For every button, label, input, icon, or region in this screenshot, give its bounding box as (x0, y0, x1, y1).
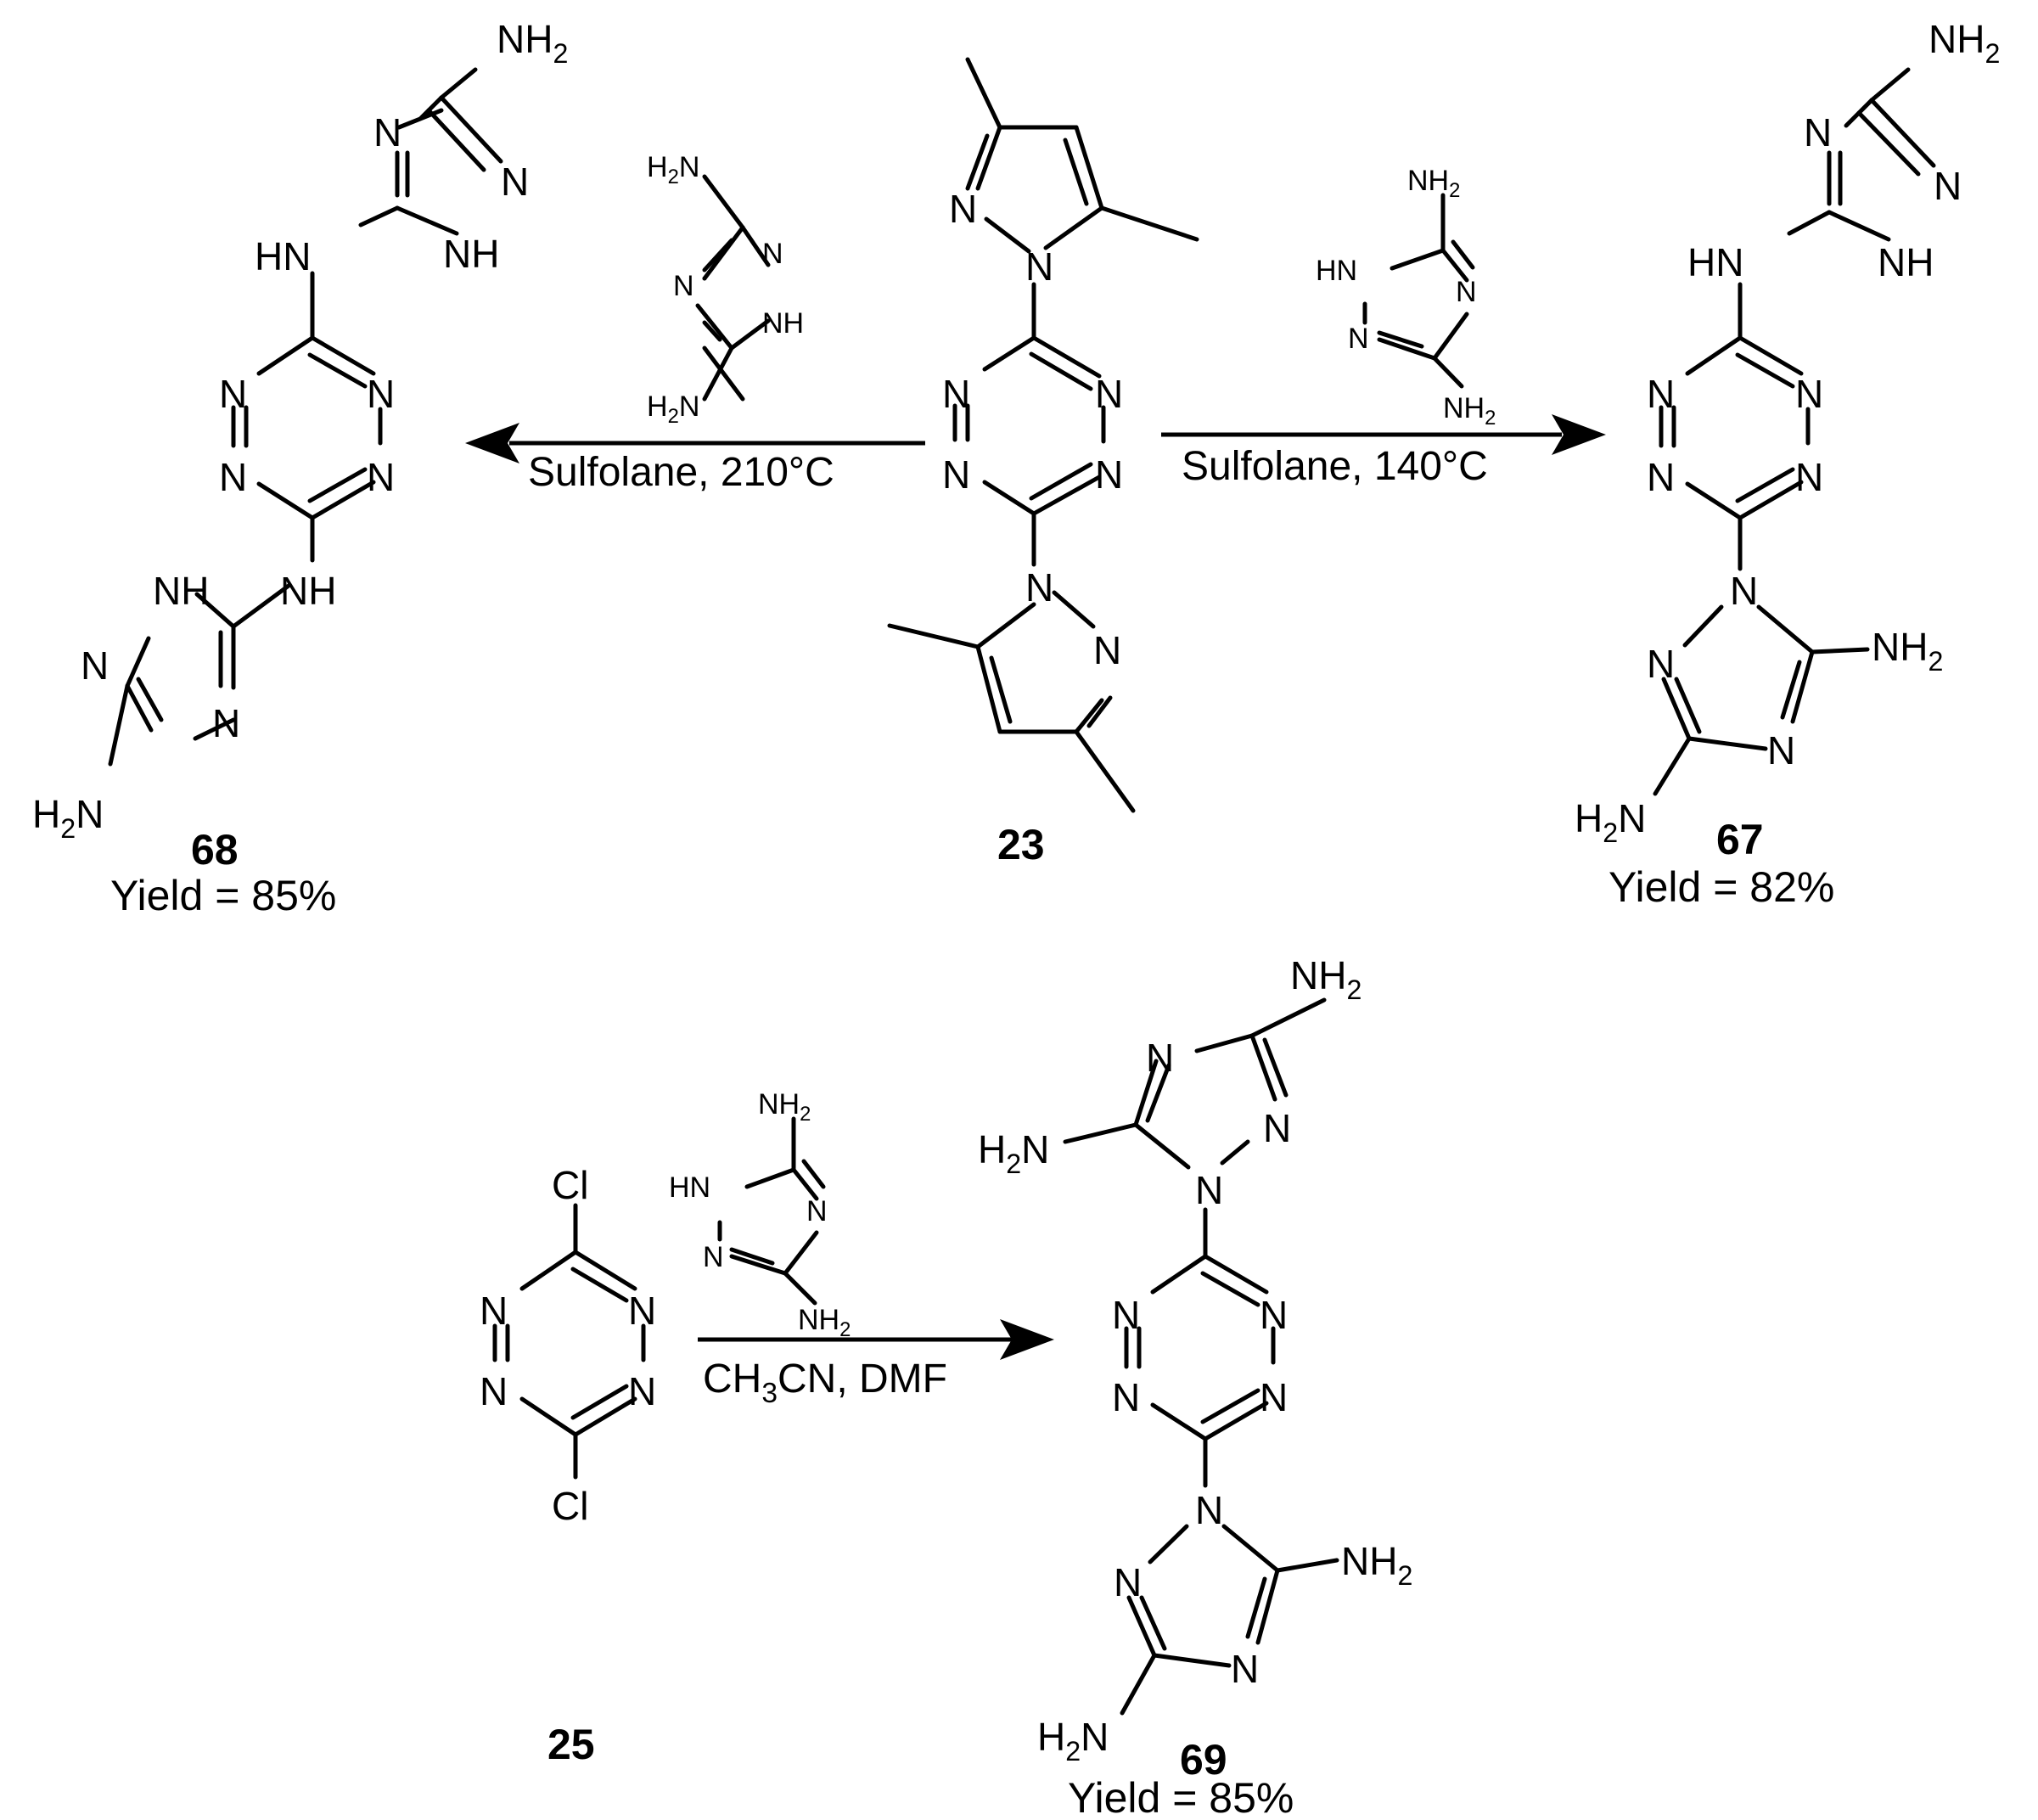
atom-nh2: NH2 (1290, 953, 1361, 1005)
atom-h2n: H2N (647, 151, 699, 188)
atom-n: N (1146, 1036, 1174, 1080)
atom-nh: NH (153, 569, 209, 613)
compound-25-label: 25 (547, 1721, 595, 1768)
reagent-diaminotriazole-bottom: NH2 HN N N NH2 (669, 1088, 851, 1341)
atom-hn: HN (1316, 255, 1357, 287)
atom-n: N (703, 1241, 724, 1273)
atom-h2n: H2N (978, 1127, 1049, 1179)
atom-n: N (1804, 110, 1832, 154)
atom-nh: NH (443, 232, 499, 276)
arrowhead-bottom (1000, 1319, 1054, 1360)
arrowhead-left (465, 423, 519, 463)
atom-n: N (219, 372, 247, 416)
atom-cl: Cl (552, 1163, 588, 1207)
atom-n: N (1795, 455, 1823, 499)
atom-nh: NH (762, 307, 804, 340)
atom-cl: Cl (552, 1484, 588, 1528)
atom-n: N (1095, 452, 1123, 497)
atom-n: N (1730, 569, 1758, 613)
atom-n: N (1195, 1488, 1223, 1532)
atom-nh: NH (1878, 240, 1934, 284)
atom-nh2: NH2 (1929, 17, 2000, 69)
atom-n: N (942, 452, 970, 497)
atom-nh2: NH2 (1341, 1539, 1412, 1591)
atom-n: N (219, 455, 247, 499)
atom-nh2: NH2 (1443, 392, 1496, 430)
atom-n: N (1263, 1106, 1291, 1150)
compound-67-structure: NH2 N N NH HN N N N N N NH2 N N H2N (1575, 17, 2000, 848)
atom-n: N (367, 372, 395, 416)
arrowhead-right (1552, 414, 1606, 455)
compound-23-label: 23 (997, 821, 1045, 868)
atom-n: N (628, 1289, 656, 1333)
atom-n: N (373, 110, 401, 154)
compound-25-structure: Cl N N N N Cl (480, 1163, 656, 1528)
atom-n: N (806, 1195, 828, 1227)
atom-n: N (1767, 728, 1795, 772)
condition-left: Sulfolane, 210°C (528, 450, 834, 495)
compound-67-yield: Yield = 82% (1609, 863, 1834, 911)
atom-n: N (1260, 1375, 1288, 1419)
atom-nh2: NH2 (497, 17, 568, 69)
atom-n: N (1093, 628, 1121, 672)
atom-n: N (1195, 1168, 1223, 1212)
atom-n: N (949, 187, 977, 231)
atom-hn: HN (1687, 240, 1743, 284)
atom-n: N (1114, 1560, 1142, 1604)
compound-69-structure: NH2 N N H2N N N N N N N NH2 N N H2N (978, 953, 1412, 1767)
condition-right: Sulfolane, 140°C (1182, 444, 1488, 489)
atom-n: N (480, 1369, 508, 1413)
reagent-diaminotriazole-right: NH2 HN N N NH2 (1316, 165, 1496, 430)
atom-h2n: H2N (1575, 796, 1646, 848)
atom-n: N (1095, 372, 1123, 416)
atom-hn: HN (255, 234, 311, 278)
atom-h2n: H2N (647, 390, 699, 428)
compound-68-label: 68 (191, 826, 239, 873)
atom-hn: HN (669, 1171, 710, 1204)
compound-69-yield: Yield = 85% (1068, 1774, 1294, 1820)
atom-n: N (762, 238, 783, 270)
atom-n: N (673, 270, 694, 302)
atom-n: N (480, 1289, 508, 1333)
atom-n: N (942, 372, 970, 416)
atom-nh: NH (280, 569, 336, 613)
atom-h2n: H2N (32, 792, 104, 844)
atom-n: N (1647, 455, 1675, 499)
atom-nh2: NH2 (1407, 165, 1460, 202)
atom-n: N (212, 701, 240, 745)
atom-n: N (1795, 372, 1823, 416)
atom-n: N (1260, 1293, 1288, 1337)
compound-67-label: 67 (1716, 816, 1764, 863)
atom-n: N (1231, 1647, 1259, 1691)
atom-n: N (1025, 244, 1053, 289)
compound-68-yield: Yield = 85% (110, 872, 336, 919)
atom-nh2: NH2 (758, 1088, 811, 1126)
condition-bottom: CH3CN, DMF (703, 1357, 947, 1409)
atom-nh2: NH2 (1872, 625, 1943, 677)
atom-n: N (1112, 1375, 1140, 1419)
compound-68-structure: NH2 N N NH HN N N N N NH NH N N H2N (32, 17, 568, 844)
reagent-diaminotriazole-left: H2N N N NH H2N (647, 151, 804, 428)
atom-n: N (1647, 642, 1675, 686)
atom-n: N (81, 643, 109, 688)
atom-n: N (501, 160, 529, 204)
atom-n: N (1934, 164, 1962, 208)
atom-n: N (1112, 1293, 1140, 1337)
atom-nh2: NH2 (798, 1304, 851, 1341)
atom-n: N (628, 1369, 656, 1413)
atom-n: N (367, 455, 395, 499)
atom-n: N (1348, 323, 1369, 355)
atom-n: N (1025, 565, 1053, 609)
atom-n: N (1647, 372, 1675, 416)
compound-69-label: 69 (1180, 1736, 1227, 1783)
atom-n: N (1456, 276, 1477, 308)
atom-h2n: H2N (1037, 1715, 1109, 1767)
compound-23-structure: N N N N N N N N (887, 57, 1199, 813)
